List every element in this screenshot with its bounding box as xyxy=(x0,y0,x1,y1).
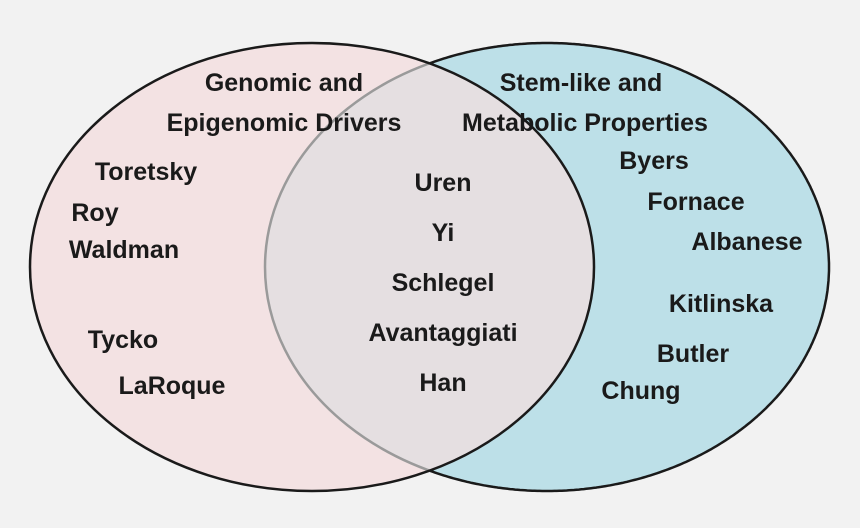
right-set-title-line1: Stem-like and xyxy=(500,69,663,97)
right-set-inner-outline xyxy=(263,43,594,491)
overlap-member: Avantaggiati xyxy=(368,319,517,347)
right-member: Byers xyxy=(619,147,689,175)
right-set-title-line2: Metabolic Properties xyxy=(462,109,708,137)
left-member: Waldman xyxy=(69,236,179,264)
left-member: Toretsky xyxy=(95,158,197,186)
right-member: Kitlinska xyxy=(669,290,774,318)
left-set-outline xyxy=(28,41,596,493)
overlap-member: Han xyxy=(419,369,466,397)
overlap-region xyxy=(265,43,594,491)
overlap-member: Yi xyxy=(432,219,455,247)
left-set-title-line1: Genomic and xyxy=(205,69,363,97)
right-member: Chung xyxy=(601,377,680,405)
left-member: Tycko xyxy=(88,326,158,354)
right-member: Albanese xyxy=(691,228,802,256)
right-member: Butler xyxy=(657,340,730,368)
right-set-outline xyxy=(429,41,831,493)
left-member: LaRoque xyxy=(119,372,226,400)
right-member: Fornace xyxy=(647,188,744,216)
overlap-member: Uren xyxy=(415,169,472,197)
left-set-title-line2: Epigenomic Drivers xyxy=(167,109,402,137)
left-member: Roy xyxy=(71,199,118,227)
overlap-member: Schlegel xyxy=(392,269,495,297)
